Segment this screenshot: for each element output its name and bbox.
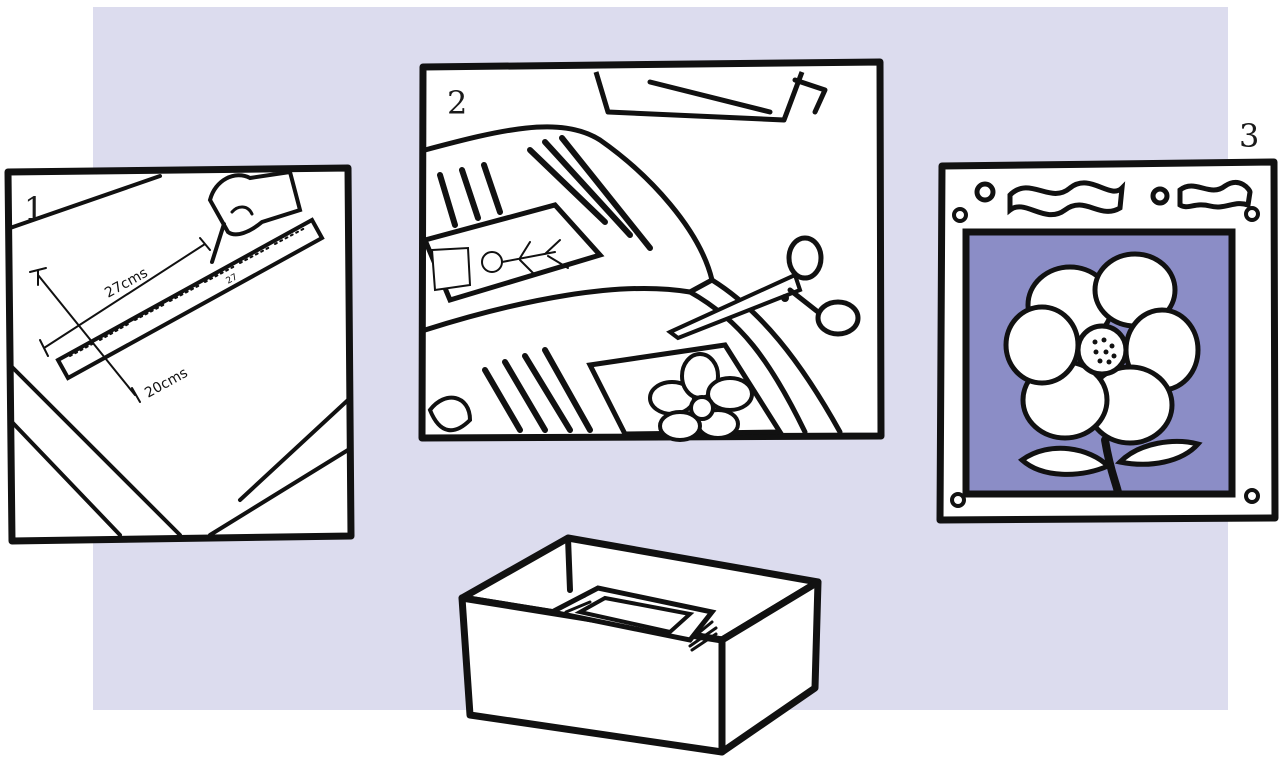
panel-3-framed-flower xyxy=(940,162,1275,520)
storage-box xyxy=(462,538,818,752)
step-number-1: 1 xyxy=(24,193,44,225)
step-number-3: 3 xyxy=(1239,120,1259,152)
panel-1-frame xyxy=(8,168,351,541)
panel-1-measuring: 27 27cms 20cms xyxy=(8,168,351,541)
step-number-2: 2 xyxy=(447,87,467,119)
panel-2-cutting xyxy=(422,62,881,440)
